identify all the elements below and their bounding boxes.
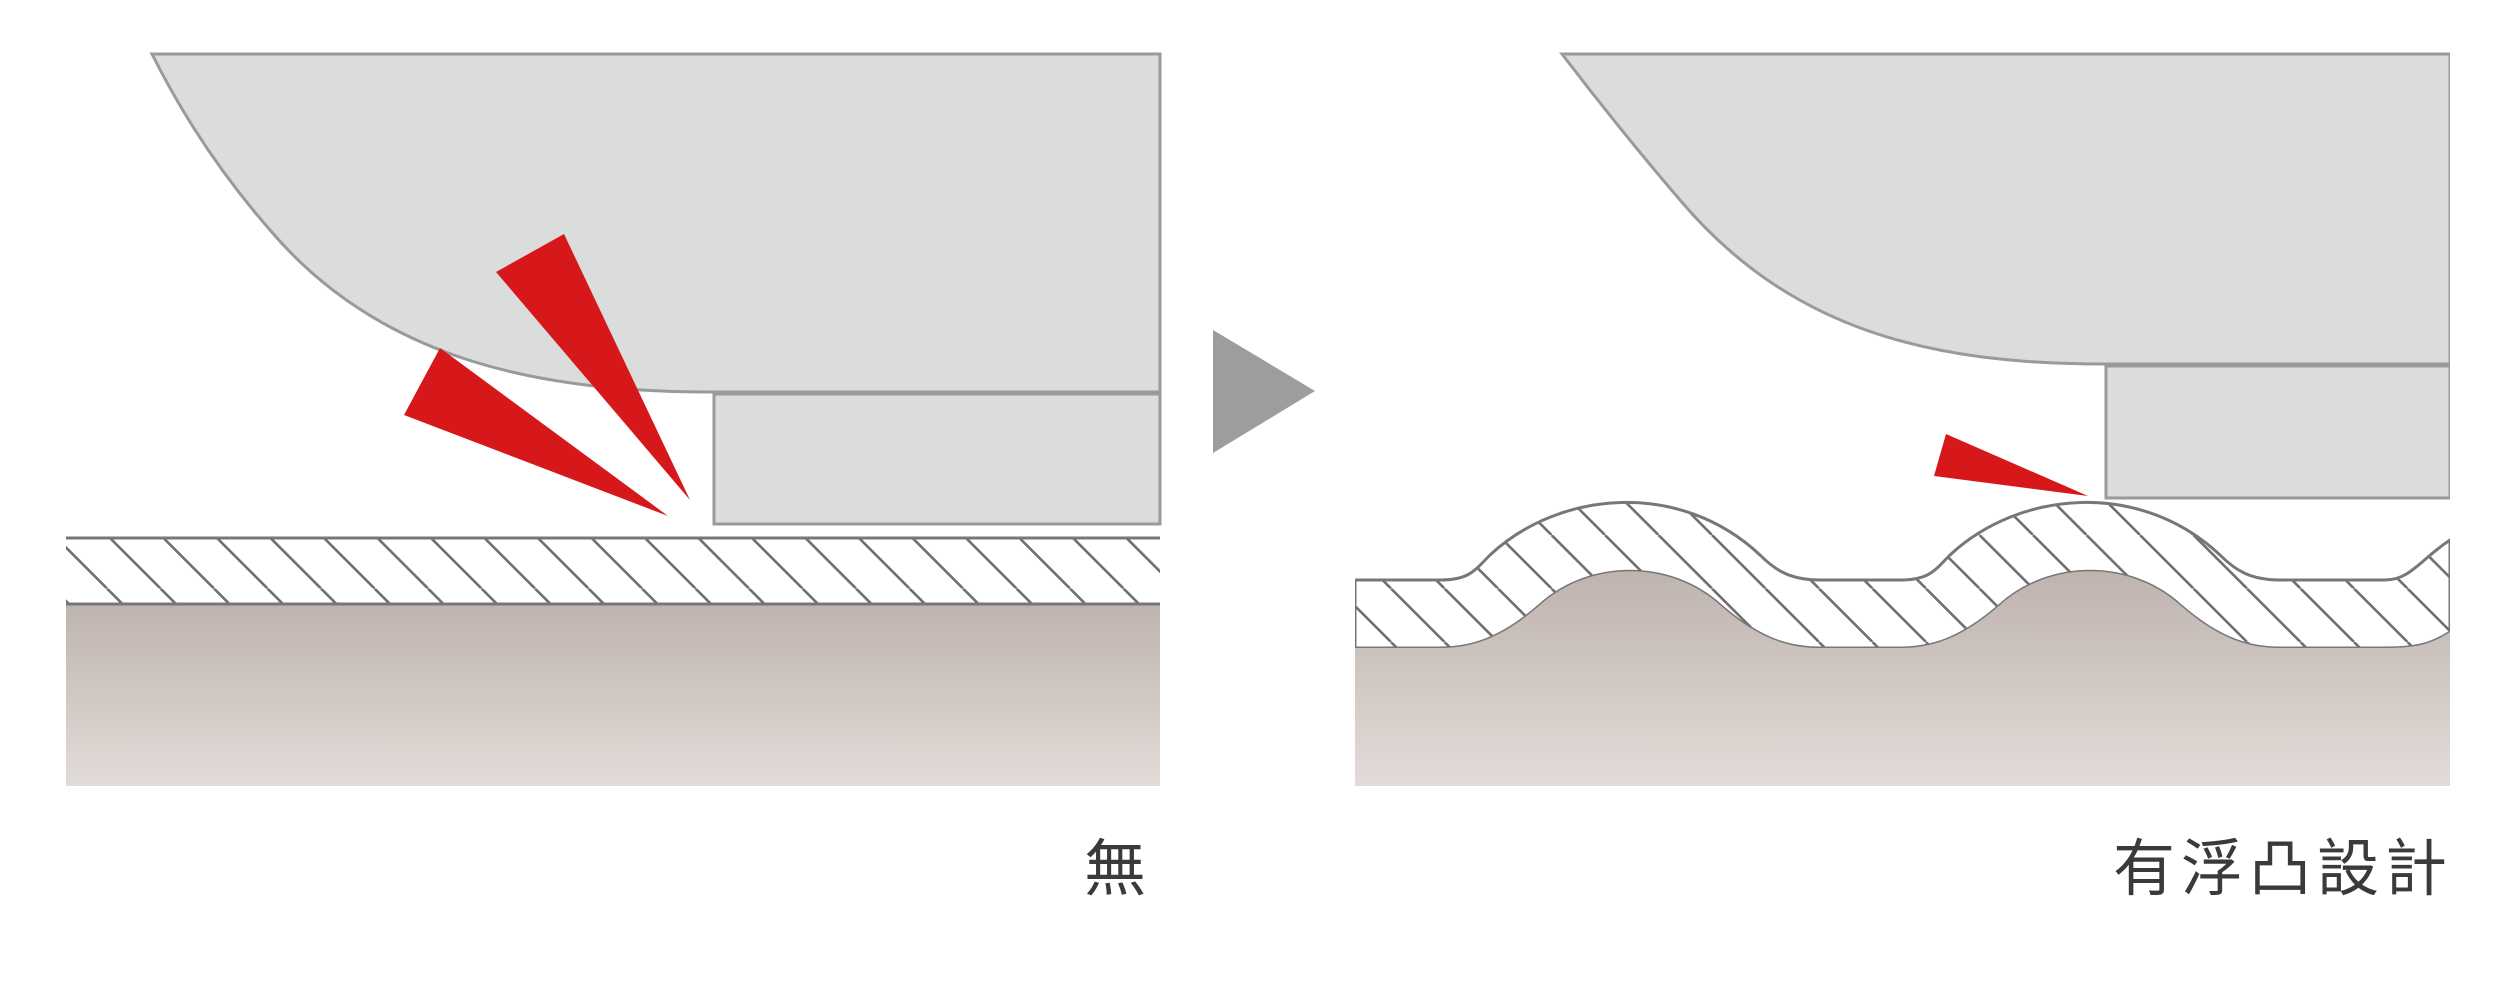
right-impact-mark: [1934, 434, 2088, 496]
left-floor: [66, 604, 1160, 786]
label-without-emboss: 無: [1083, 832, 1152, 905]
left-panel: [66, 52, 1162, 786]
right-object-body: [1558, 52, 2450, 366]
left-object-foot: [712, 392, 1162, 526]
left-impact-mark-upper: [496, 234, 690, 500]
right-floor: [1355, 571, 2450, 786]
label-with-emboss: 有浮凸設計: [2112, 832, 2453, 905]
transition-arrow: [1213, 330, 1315, 453]
left-mat: [66, 538, 1160, 604]
left-impact-mark-lower: [404, 348, 668, 516]
right-panel: [1355, 52, 2450, 786]
right-object-foot: [2104, 364, 2450, 500]
left-object-body: [149, 52, 1162, 394]
